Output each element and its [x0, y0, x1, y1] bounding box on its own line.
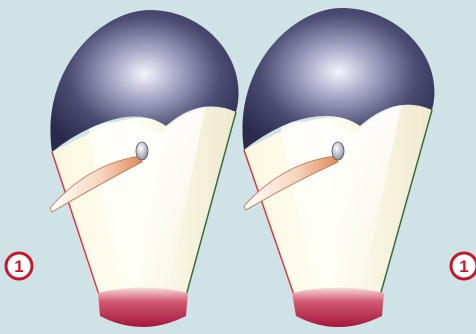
right-knob [332, 142, 344, 160]
left-figure [50, 10, 239, 327]
left-knob [136, 142, 148, 160]
right-figure [242, 8, 434, 327]
right-number-badge: 1 [451, 253, 476, 279]
right-base [292, 288, 384, 328]
left-base [98, 288, 188, 328]
left-marker-text: 1 [14, 257, 23, 276]
left-number-badge: 1 [6, 253, 32, 279]
right-marker-text: 1 [459, 257, 468, 276]
